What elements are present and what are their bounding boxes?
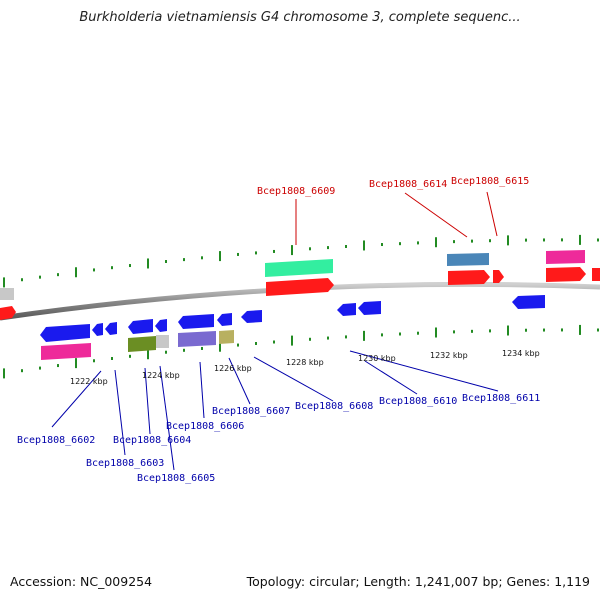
feature-6607-purple [178, 331, 216, 347]
feature-6615-red [493, 270, 504, 283]
reverse-features [40, 295, 545, 360]
gene-label: Bcep1808_6606 [166, 421, 244, 432]
feature-6606-blue [155, 319, 167, 332]
feature-red-right [546, 267, 586, 282]
gene-label: Bcep1808_6610 [379, 396, 457, 407]
connector-6611 [349, 350, 499, 392]
feature-pink-right [546, 250, 585, 264]
feature-6605-olive [128, 336, 156, 352]
connector-6615 [486, 191, 498, 237]
accession-text: Accession: NC_009254 [10, 574, 153, 589]
connector-6602 [51, 370, 102, 428]
feature-6608-khaki [219, 330, 234, 344]
feature-6602-pink [41, 343, 91, 360]
tick-label: 1228 kbp [286, 358, 324, 367]
connector-6606 [199, 361, 205, 419]
feature-6603-blue [92, 323, 103, 336]
feature-6609-red [266, 278, 334, 296]
feature-6610-blue-a [337, 303, 356, 316]
feature-6602-blue [40, 324, 90, 342]
tick-labels: 1222 kbp 1224 kbp 1226 kbp 1228 kbp 1230… [70, 349, 540, 386]
feature-6610-blue-b [358, 301, 381, 315]
gene-labels-bottom: Bcep1808_6602 Bcep1808_6603 Bcep1808_660… [17, 393, 540, 484]
feature-6607-blue [178, 314, 214, 329]
topology-text: Topology: circular; Length: 1,241,007 bp… [246, 574, 590, 589]
gene-label: Bcep1808_6607 [212, 406, 290, 417]
forward-features [0, 250, 600, 320]
gene-label: Bcep1808_6615 [451, 176, 529, 187]
feature-6614-red [448, 270, 490, 285]
tick-label: 1222 kbp [70, 377, 108, 386]
feature-6608-blue [217, 313, 232, 326]
feature-blue-mid [241, 310, 262, 323]
map-title: Burkholderia vietnamiensis G4 chromosome… [79, 10, 521, 25]
gene-label: Bcep1808_6604 [113, 435, 191, 446]
tick-label: 1234 kbp [502, 349, 540, 358]
feature-6611-blue [512, 295, 545, 309]
feature-6604-blue [105, 322, 117, 335]
feature-red-edge [592, 268, 600, 281]
gene-label: Bcep1808_6602 [17, 435, 95, 446]
feature-6605-gray [156, 335, 169, 348]
tick-label: 1232 kbp [430, 351, 468, 360]
connector-6605 [159, 365, 175, 471]
gene-label: Bcep1808_6614 [369, 179, 447, 190]
gene-label: Bcep1808_6611 [462, 393, 540, 404]
feature-6614-steel [447, 253, 489, 266]
gene-label: Bcep1808_6608 [295, 401, 373, 412]
outer-tick-track [3, 234, 599, 288]
tick-label: 1226 kbp [214, 364, 252, 373]
feature-gray-left [0, 288, 14, 300]
connector-6614 [404, 192, 468, 238]
connector-6607 [228, 357, 251, 405]
gene-label: Bcep1808_6603 [86, 458, 164, 469]
connector-6603 [114, 369, 126, 456]
gene-labels-top: Bcep1808_6609 Bcep1808_6614 Bcep1808_661… [257, 176, 529, 197]
label-connectors [51, 191, 499, 471]
connector-6610 [364, 360, 418, 395]
connector-6604 [144, 367, 151, 435]
tick-label: 1230 kbp [358, 354, 396, 363]
inner-tick-track [3, 324, 599, 379]
connector-6608 [253, 356, 334, 402]
feature-red-left [0, 306, 16, 320]
gene-label: Bcep1808_6609 [257, 186, 335, 197]
gene-label: Bcep1808_6605 [137, 473, 215, 484]
tick-label: 1224 kbp [142, 371, 180, 380]
feature-6609-green [265, 259, 333, 277]
feature-6605-blue [128, 319, 153, 334]
